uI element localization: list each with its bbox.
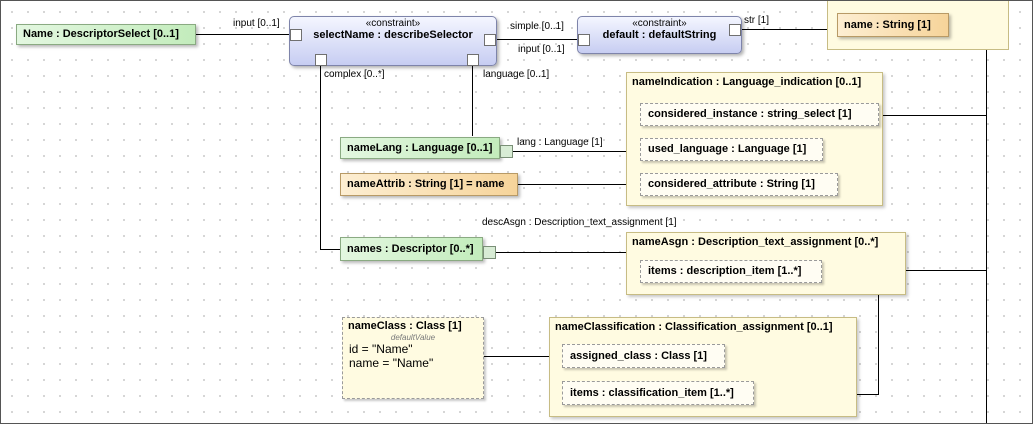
name-string-part[interactable]: name : String [1] [837, 13, 949, 37]
port-language[interactable] [467, 54, 479, 66]
name-class-title: nameClass : Class [1] [348, 320, 462, 332]
port-input[interactable] [290, 29, 302, 41]
select-name-constraint[interactable]: «constraint» selectName : describeSelect… [289, 16, 497, 66]
names-label: names : Descriptor [0..*] [347, 243, 474, 255]
port-default-str[interactable] [729, 24, 741, 36]
label-desc-asgn: descAsgn : Description_text_assignment [… [482, 217, 677, 228]
default-stereotype: «constraint» [632, 18, 687, 29]
label-default-input: input [0..1] [518, 44, 565, 55]
used-language-label: used_language : Language [1] [648, 143, 807, 155]
assigned-class-label: assigned_class : Class [1] [570, 350, 707, 362]
names-part[interactable]: names : Descriptor [0..*] [340, 237, 483, 261]
classification-item-property[interactable]: items : classification_item [1..*] [562, 381, 754, 405]
port-name-lang[interactable] [500, 145, 513, 158]
considered-instance-property[interactable]: considered_instance : string_select [1] [640, 103, 879, 126]
name-asgn-block[interactable]: nameAsgn : Description_text_assignment [… [626, 232, 906, 295]
description-item-property[interactable]: items : description_item [1..*] [640, 260, 822, 283]
default-title: default : defaultString [602, 29, 717, 41]
considered-instance-label: considered_instance : string_select [1] [648, 108, 852, 120]
label-simple: simple [0..1] [510, 21, 564, 32]
label-lang: lang : Language [1] [517, 137, 603, 148]
default-value-label: defaultValue [390, 333, 436, 342]
wire-complex[interactable] [320, 65, 341, 250]
port-complex[interactable] [315, 54, 327, 66]
name-indication-block[interactable]: nameIndication : Language_indication [0.… [626, 72, 883, 206]
name-lang-label: nameLang : Language [0..1] [347, 142, 493, 154]
label-input: input [0..1] [233, 18, 280, 29]
default-constraint[interactable]: «constraint» default : defaultString [577, 16, 742, 54]
name-string-label: name : String [1] [844, 19, 931, 31]
port-simple[interactable] [484, 34, 496, 46]
name-lang-part[interactable]: nameLang : Language [0..1] [340, 137, 500, 159]
name-attrib-part[interactable]: nameAttrib : String [1] = name [340, 173, 518, 196]
select-name-stereotype: «constraint» [365, 18, 421, 29]
name-select-part[interactable]: Name : DescriptorSelect [0..1] [16, 24, 196, 45]
select-name-title: selectName : describeSelector [313, 29, 473, 41]
label-language: language [0..1] [483, 69, 550, 80]
classification-item-label: items : classification_item [1..*] [570, 387, 734, 399]
name-asgn-title: nameAsgn : Description_text_assignment [… [632, 236, 879, 248]
considered-attribute-property[interactable]: considered_attribute : String [1] [640, 173, 838, 196]
label-str: str [1] [744, 15, 770, 26]
used-language-property[interactable]: used_language : Language [1] [640, 138, 823, 161]
slot-name-value: name = "Name" [349, 356, 434, 370]
port-names[interactable] [483, 246, 496, 259]
description-item-label: items : description_item [1..*] [648, 265, 802, 277]
name-attrib-label: nameAttrib : String [1] = name [347, 178, 505, 190]
port-default-input[interactable] [578, 34, 590, 46]
name-classification-block[interactable]: nameClassification : Classification_assi… [549, 317, 857, 417]
assigned-class-property[interactable]: assigned_class : Class [1] [562, 344, 725, 368]
name-class-part[interactable]: nameClass : Class [1] defaultValue id = … [342, 317, 484, 399]
slot-id-value: id = "Name" [349, 342, 413, 356]
name-classification-title: nameClassification : Classification_assi… [555, 321, 833, 333]
considered-attribute-label: considered_attribute : String [1] [648, 178, 815, 190]
name-select-label: Name : DescriptorSelect [0..1] [23, 28, 179, 40]
name-indication-title: nameIndication : Language_indication [0.… [632, 76, 862, 88]
label-complex: complex [0..*] [324, 69, 385, 80]
